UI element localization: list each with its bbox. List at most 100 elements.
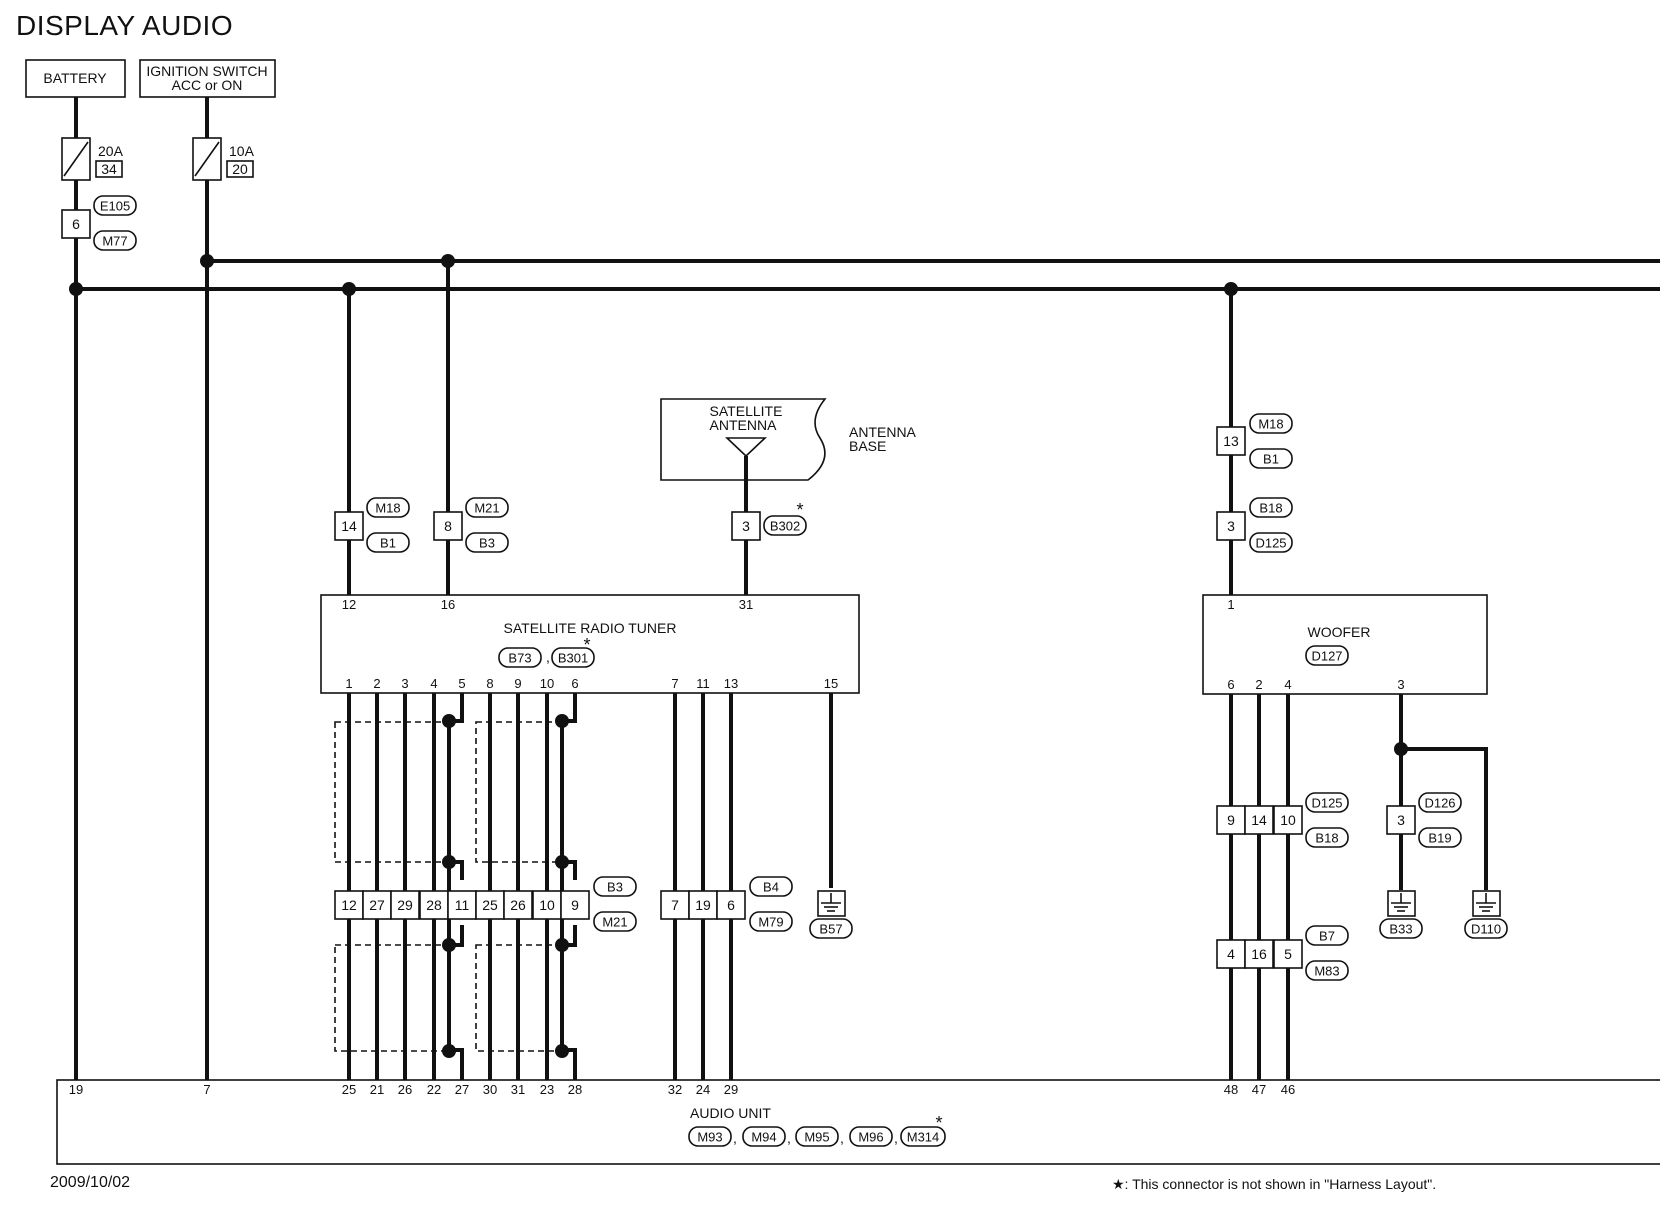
svg-text:23: 23	[540, 1082, 554, 1097]
svg-text:B301: B301	[558, 651, 588, 666]
svg-text:2: 2	[1255, 677, 1262, 692]
svg-text:7: 7	[203, 1082, 210, 1097]
svg-text:26: 26	[510, 897, 526, 913]
svg-text:30: 30	[483, 1082, 497, 1097]
connector-d126-b19: 3 D126 B19	[1386, 792, 1462, 848]
svg-text:11: 11	[455, 897, 470, 913]
svg-text:48: 48	[1224, 1082, 1238, 1097]
svg-text:B18: B18	[1315, 831, 1338, 846]
connector-b302: 3 B302 *	[731, 500, 807, 541]
svg-text:BASE: BASE	[849, 438, 886, 454]
svg-text:6: 6	[1227, 677, 1234, 692]
svg-text:,: ,	[546, 649, 550, 665]
connector-m21-b3-tuner: 8 M21 B3	[433, 497, 509, 553]
fuse-10a-number: 20	[232, 161, 248, 177]
svg-text:M18: M18	[1258, 417, 1283, 432]
svg-text:SATELLITE: SATELLITE	[710, 403, 783, 419]
tuner-signal-wires	[347, 693, 833, 1080]
fuse-20a: 20A 34	[61, 137, 124, 181]
connector-b18-d125-feed: 3 B18 D125	[1216, 497, 1293, 553]
svg-text:14: 14	[1251, 812, 1267, 828]
svg-text:B1: B1	[1263, 452, 1279, 467]
svg-text:7: 7	[671, 676, 678, 691]
svg-text:11: 11	[696, 676, 710, 691]
svg-text:9: 9	[1227, 812, 1235, 828]
svg-text:M21: M21	[474, 501, 499, 516]
svg-text:M314: M314	[907, 1130, 940, 1145]
svg-text:D127: D127	[1311, 649, 1342, 664]
svg-text:*: *	[583, 635, 590, 655]
svg-text:28: 28	[568, 1082, 582, 1097]
svg-text:6: 6	[72, 216, 80, 232]
svg-text:,: ,	[733, 1130, 737, 1146]
svg-text:28: 28	[426, 897, 442, 913]
connector-b7-m83: 4 16 5 B7 M83	[1216, 925, 1349, 981]
svg-text:8: 8	[444, 518, 452, 534]
battery-label: BATTERY	[43, 70, 107, 86]
footnote: ★: This connector is not shown in "Harne…	[1112, 1176, 1437, 1192]
connector-e105-m77: 6 E105 M77	[61, 195, 137, 251]
svg-text:1: 1	[345, 676, 352, 691]
svg-text:D125: D125	[1311, 796, 1342, 811]
satellite-antenna: SATELLITE ANTENNA ANTENNA BASE	[660, 398, 917, 481]
svg-text:B3: B3	[607, 880, 623, 895]
svg-text:3: 3	[1397, 677, 1404, 692]
svg-text:D125: D125	[1255, 536, 1286, 551]
svg-text:B3: B3	[479, 536, 495, 551]
svg-text:10: 10	[539, 897, 555, 913]
ignition-label-line1: IGNITION SWITCH	[146, 63, 267, 79]
svg-text:10: 10	[1280, 812, 1296, 828]
svg-text:25: 25	[482, 897, 498, 913]
page-title: DISPLAY AUDIO	[16, 10, 234, 41]
svg-text:3: 3	[1227, 518, 1235, 534]
svg-text:,: ,	[840, 1130, 844, 1146]
svg-text:B19: B19	[1428, 831, 1451, 846]
svg-text:D126: D126	[1424, 796, 1455, 811]
fuse-20a-number: 34	[101, 161, 117, 177]
svg-text:M95: M95	[804, 1130, 829, 1145]
svg-text:B1: B1	[380, 536, 396, 551]
svg-text:32: 32	[668, 1082, 682, 1097]
svg-text:B302: B302	[770, 519, 800, 534]
svg-text:16: 16	[441, 597, 455, 612]
connector-d125-b18: 9 14 10 D125 B18	[1216, 792, 1349, 848]
svg-text:*: *	[935, 1113, 942, 1133]
audio-unit-label: AUDIO UNIT	[690, 1105, 771, 1121]
svg-text:3: 3	[401, 676, 408, 691]
antenna-base-label: ANTENNA	[849, 424, 917, 440]
svg-text:M18: M18	[375, 501, 400, 516]
svg-text:M93: M93	[697, 1130, 722, 1145]
svg-text:9: 9	[514, 676, 521, 691]
svg-text:46: 46	[1281, 1082, 1295, 1097]
svg-text:31: 31	[739, 597, 753, 612]
ignition-label-line2: ACC or ON	[172, 77, 243, 93]
svg-text:22: 22	[427, 1082, 441, 1097]
svg-text:47: 47	[1252, 1082, 1266, 1097]
audio-unit: 19 7 25 21 26 22 27 30 31 23 28 32 24 29…	[56, 1079, 1660, 1165]
shield-outlines	[334, 714, 569, 1058]
connector-m18-b1-woofer: 13 M18 B1	[1216, 413, 1293, 469]
connector-b4-m79: 7 19 6 B4 M79	[660, 876, 793, 932]
svg-text:27: 27	[369, 897, 385, 913]
svg-text:6: 6	[727, 897, 735, 913]
woofer-wires	[1229, 694, 1488, 1080]
svg-text:B33: B33	[1389, 922, 1412, 937]
connector-m18-b1-tuner: 14 M18 B1	[334, 497, 410, 553]
svg-text:21: 21	[370, 1082, 384, 1097]
svg-text:19: 19	[69, 1082, 83, 1097]
junction-dot	[200, 254, 214, 268]
svg-text:2: 2	[373, 676, 380, 691]
svg-text:29: 29	[724, 1082, 738, 1097]
svg-text:3: 3	[1397, 812, 1405, 828]
svg-text:19: 19	[695, 897, 711, 913]
svg-text:B7: B7	[1319, 929, 1335, 944]
svg-text:B73: B73	[508, 651, 531, 666]
svg-text:15: 15	[824, 676, 838, 691]
svg-text:D110: D110	[1471, 922, 1501, 937]
ground-b57: B57	[809, 890, 853, 939]
svg-text:M96: M96	[858, 1130, 883, 1145]
svg-text:10: 10	[540, 676, 554, 691]
svg-text:13: 13	[1223, 433, 1239, 449]
svg-text:B57: B57	[819, 922, 842, 937]
svg-text:M94: M94	[751, 1130, 776, 1145]
